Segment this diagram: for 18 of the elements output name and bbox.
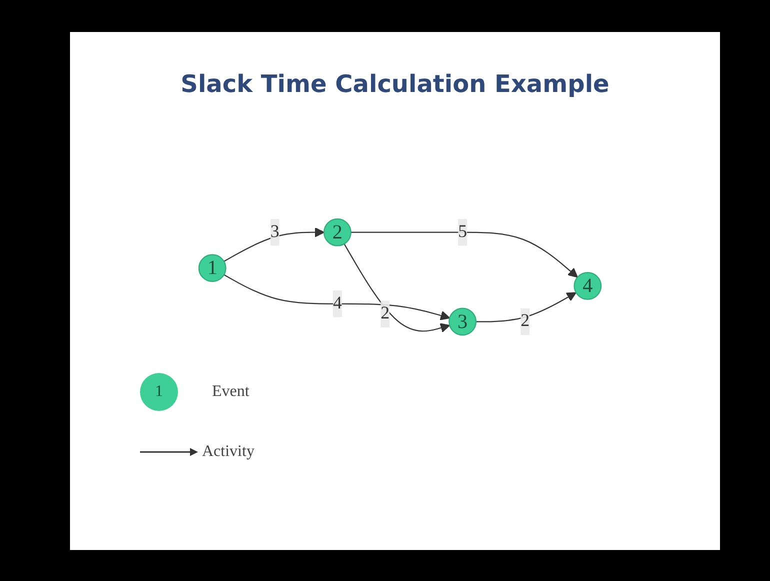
legend-label: Event: [212, 383, 250, 401]
edge-label: 3: [270, 222, 280, 242]
edge-label: 5: [458, 222, 468, 242]
edge-label: 2: [520, 312, 530, 331]
arrow: [224, 227, 324, 262]
legend-event-circle: 1: [140, 373, 178, 411]
edge-label: 4: [332, 294, 342, 313]
node-circle: 3: [448, 308, 477, 336]
legend-label: Activity: [202, 443, 254, 461]
arrow: [350, 232, 578, 278]
node-circle: 1: [198, 254, 226, 282]
edge-label: 2: [380, 304, 390, 323]
node-circle: 2: [323, 218, 352, 246]
arrow: [224, 274, 450, 320]
arrow: [476, 292, 576, 322]
node-circle: 4: [574, 272, 602, 300]
arrow: [344, 244, 450, 333]
slide-title: Slack Time Calculation Example: [180, 70, 610, 98]
